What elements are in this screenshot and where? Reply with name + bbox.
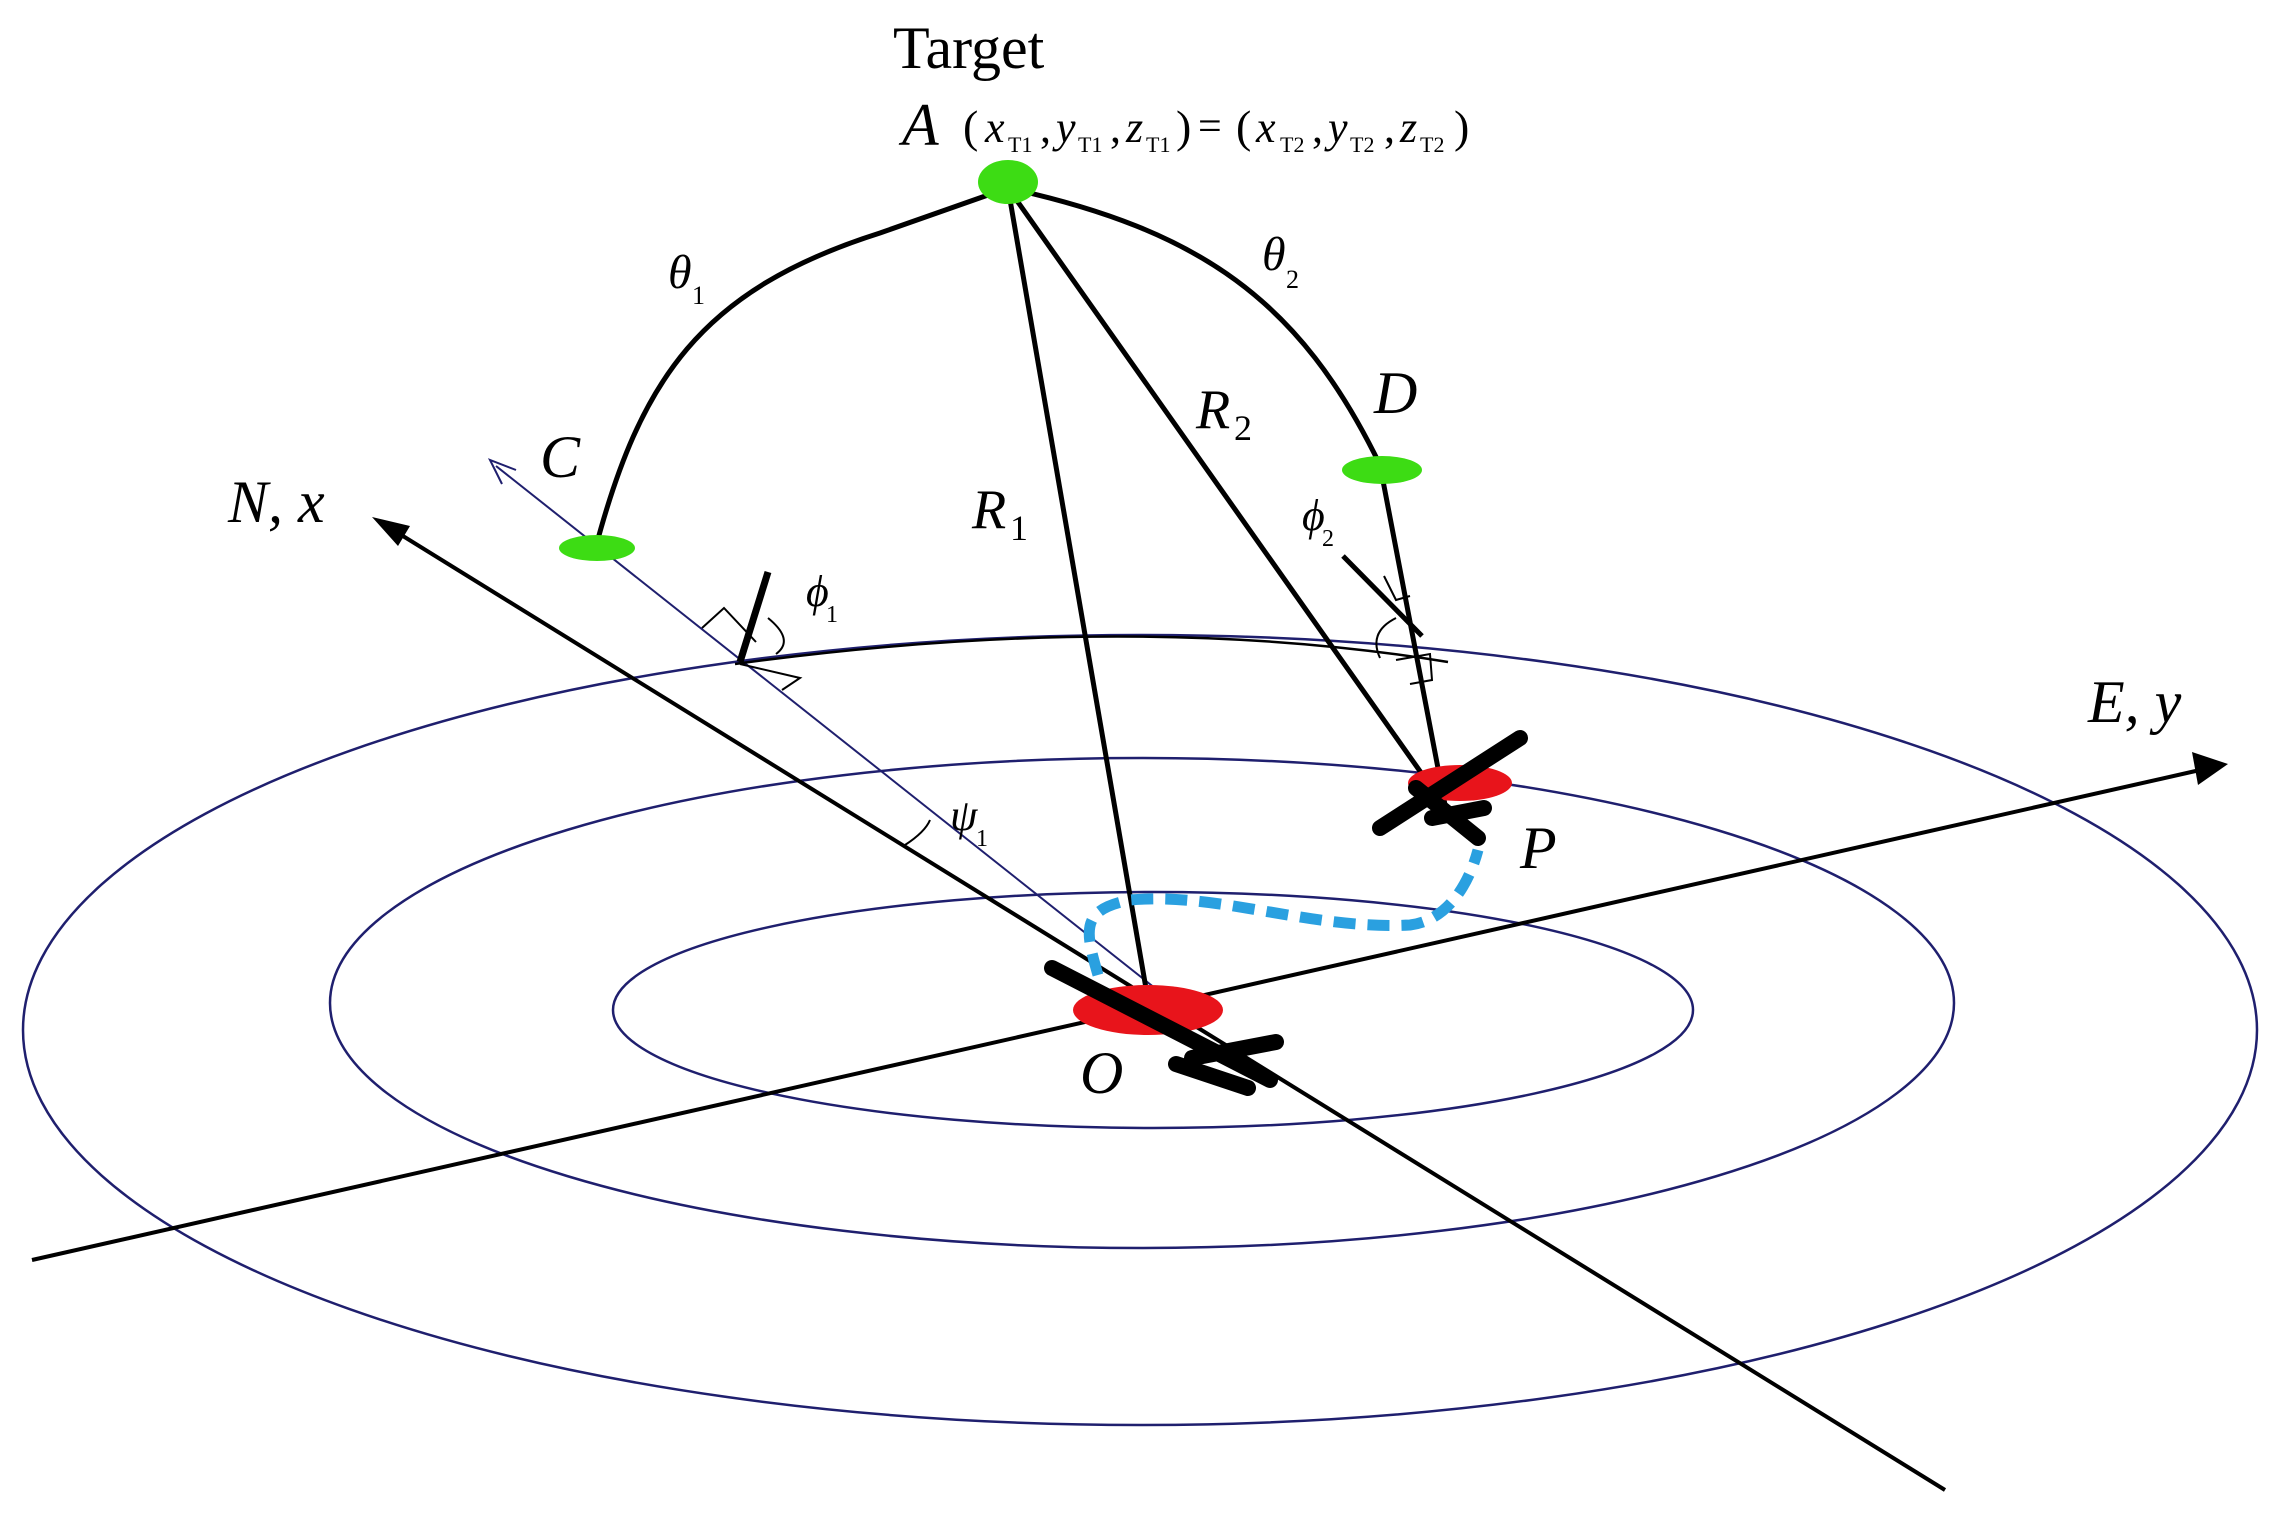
svg-text:y: y — [1052, 103, 1076, 152]
aircraft-o-icon — [1044, 960, 1284, 1096]
phi1-marker — [701, 570, 803, 691]
svg-text:z: z — [1125, 103, 1143, 152]
phi2-label: ϕ 2 — [1302, 491, 1334, 552]
svg-text:x: x — [1255, 103, 1276, 152]
theta1-label: θ 1 — [668, 246, 705, 310]
svg-text:T2: T2 — [1420, 132, 1444, 157]
svg-text:1: 1 — [826, 602, 838, 628]
range-line-r1 — [1005, 187, 1151, 1001]
svg-text:=: = — [1198, 104, 1222, 150]
svg-text:2: 2 — [1322, 526, 1334, 552]
psi1-label: ψ 1 — [950, 791, 988, 852]
svg-text:2: 2 — [1234, 408, 1252, 448]
svg-text:T2: T2 — [1280, 132, 1304, 157]
projection-arc — [734, 635, 1449, 666]
svg-text:θ: θ — [668, 246, 692, 299]
r2-label: R 2 — [1195, 379, 1252, 448]
target-title: Target — [893, 15, 1045, 81]
svg-text:T1: T1 — [1146, 132, 1170, 157]
svg-text:(: ( — [1236, 101, 1251, 152]
svg-text:R: R — [1195, 379, 1230, 441]
svg-text:T1: T1 — [1008, 132, 1032, 157]
svg-text:z: z — [1399, 103, 1417, 152]
svg-text:θ: θ — [1262, 228, 1286, 281]
svg-text:T1: T1 — [1078, 132, 1102, 157]
phi1-label: ϕ 1 — [806, 567, 838, 628]
point-o-label: O — [1080, 1040, 1123, 1106]
svg-text:,: , — [1110, 103, 1121, 152]
theta2-label: θ 2 — [1262, 228, 1299, 294]
point-p-label: P — [1519, 815, 1557, 881]
svg-text:(: ( — [963, 101, 978, 152]
svg-text:1: 1 — [1010, 508, 1028, 548]
svg-text:x: x — [984, 103, 1005, 152]
range-ring-middle — [328, 756, 1956, 1250]
svg-text:1: 1 — [692, 281, 705, 310]
svg-text:y: y — [1324, 103, 1348, 152]
marker-c — [559, 535, 635, 561]
svg-text:): ) — [1454, 101, 1469, 152]
svg-text:2: 2 — [1286, 265, 1299, 294]
point-a-label: A — [898, 92, 939, 158]
psi1-angle-arc — [904, 819, 931, 846]
svg-text:ψ: ψ — [950, 791, 978, 840]
arc-theta2 — [1007, 185, 1449, 811]
arc-theta1 — [592, 185, 1009, 551]
marker-a — [978, 160, 1038, 204]
range-line-r2 — [1005, 186, 1449, 810]
svg-text:ϕ: ϕ — [806, 567, 829, 616]
flight-path — [1083, 848, 1484, 977]
svg-text:): ) — [1176, 101, 1191, 152]
svg-text:R: R — [971, 479, 1006, 541]
range-ring-inner — [611, 890, 1695, 1130]
target-coordinates: ( x T1 , y T1 , z T1 ) = ( x T2 , y T2 ,… — [963, 101, 1469, 157]
range-rings — [21, 633, 2259, 1427]
svg-text:ϕ: ϕ — [1302, 491, 1325, 540]
svg-text:,: , — [1040, 103, 1051, 152]
range-ring-outer — [21, 633, 2259, 1427]
aircraft-p-icon — [1372, 730, 1528, 846]
north-axis-label: N, x — [227, 469, 325, 535]
point-c-label: C — [540, 424, 581, 490]
svg-text:,: , — [1312, 103, 1323, 152]
svg-text:T2: T2 — [1350, 132, 1374, 157]
east-axis-label: E, y — [2087, 669, 2182, 735]
svg-text:1: 1 — [976, 826, 988, 852]
phi2-marker — [1341, 554, 1434, 685]
point-d-label: D — [1373, 360, 1417, 426]
marker-d — [1342, 456, 1422, 484]
svg-text:,: , — [1384, 103, 1395, 152]
r1-label: R 1 — [971, 479, 1028, 548]
